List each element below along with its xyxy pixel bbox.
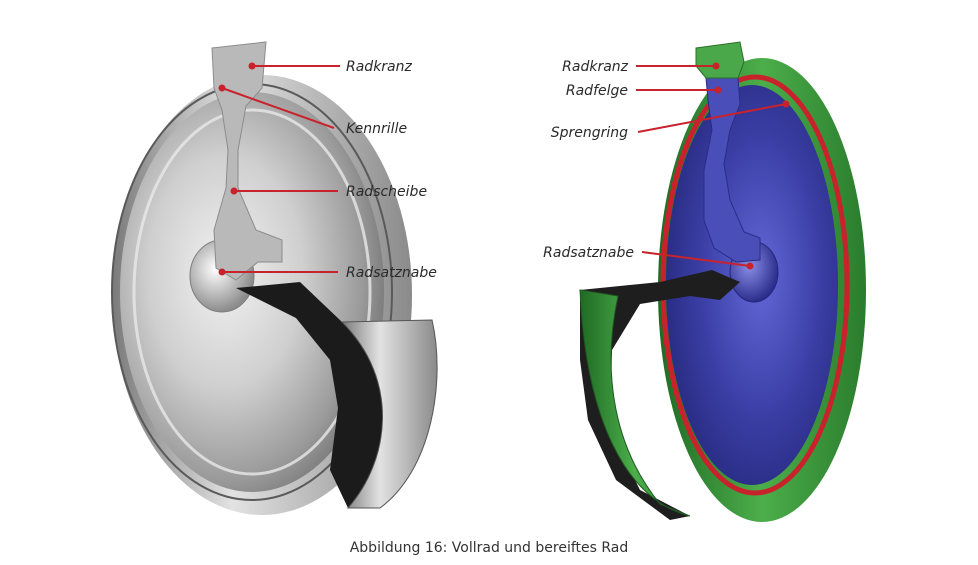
left-wheel-cutaway-rim: [340, 319, 438, 509]
right-label-radsatznabe: Radsatznabe: [543, 245, 754, 270]
left-wheel-cross-section: [211, 41, 283, 281]
figure-caption: Abbildung 16: Vollrad und bereiftes Rad: [350, 540, 629, 556]
left-label-radkranz-text: Radkranz: [346, 59, 413, 75]
right-wheel-cutaway-tire: [579, 289, 691, 517]
right-wheel-illustration: [579, 41, 866, 522]
right-label-radkranz-text: Radkranz: [562, 59, 629, 75]
left-label-radsatznabe-text: Radsatznabe: [346, 265, 437, 281]
right-label-radfelge: Radfelge: [566, 83, 722, 99]
right-label-sprengring-text: Sprengring: [551, 125, 628, 141]
right-wheel-radkranz-block: [695, 41, 745, 79]
right-label-radkranz: Radkranz: [562, 59, 720, 75]
right-wheel-cross-section: [703, 77, 761, 263]
left-label-radscheibe: Radscheibe: [230, 184, 427, 200]
left-label-kennrille: Kennrille: [218, 84, 407, 137]
right-label-radsatznabe-text: Radsatznabe: [543, 245, 634, 261]
right-label-radfelge-text: Radfelge: [566, 83, 628, 99]
left-label-radsatznabe: Radsatznabe: [218, 265, 437, 281]
right-label-sprengring: Sprengring: [551, 100, 790, 141]
left-label-kennrille-text: Kennrille: [346, 121, 407, 137]
left-label-radscheibe-text: Radscheibe: [346, 184, 427, 200]
left-label-radkranz: Radkranz: [248, 59, 413, 75]
